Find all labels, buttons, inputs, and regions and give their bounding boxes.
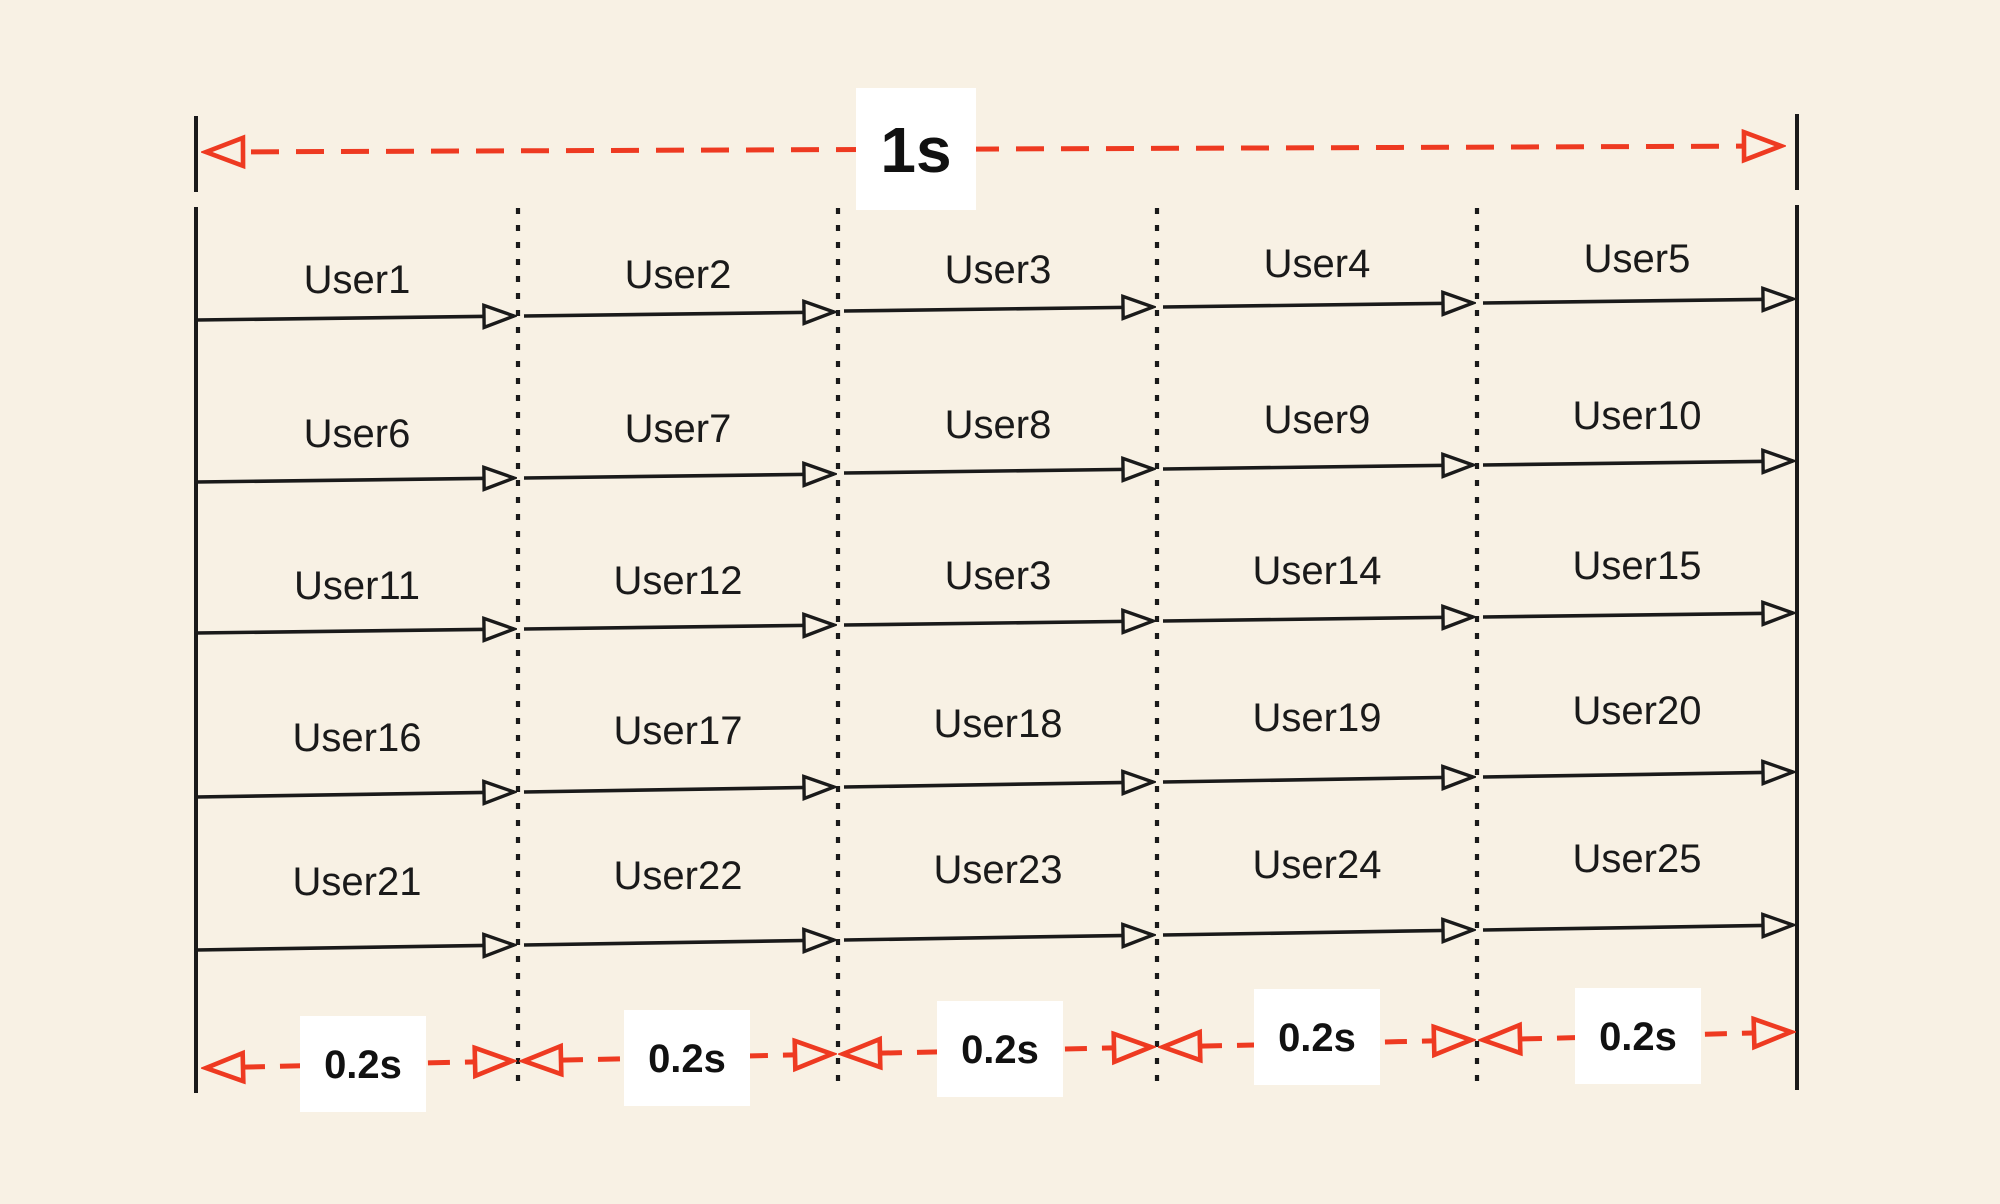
user-label: User22 [614,854,743,898]
user-arrow [843,621,1153,625]
user-label: User17 [614,709,743,753]
user-label: User15 [1573,544,1702,588]
user-arrow [523,625,834,629]
slot-duration-label: 0.2s [648,1037,726,1081]
user-arrow [523,940,834,945]
user-label: User5 [1584,237,1691,281]
user-label: User11 [294,564,420,608]
user-label: User24 [1253,843,1382,887]
user-arrow [1482,299,1793,303]
user-label: User21 [293,860,422,904]
user-label: User23 [934,848,1063,892]
user-arrow [843,782,1153,787]
user-arrow [1162,930,1473,935]
user-label: User10 [1573,394,1702,438]
user-label: User19 [1253,696,1382,740]
total-duration-arrow [206,146,1781,152]
user-arrow [195,792,514,797]
slot-duration-label: 0.2s [961,1028,1039,1072]
user-label: User4 [1264,242,1371,286]
user-arrow [523,787,834,792]
user-arrow [195,316,514,320]
slot-label-box [1254,989,1380,1085]
user-label: User3 [945,554,1052,598]
user-label: User8 [945,403,1052,447]
user-label: User25 [1573,837,1702,881]
user-arrow [523,312,834,316]
user-label: User6 [304,412,411,456]
slot-duration-label: 0.2s [1278,1016,1356,1060]
user-row-1: User1 User2 User3 User4 User5 [195,237,1793,320]
slot-label-box [300,1016,426,1112]
user-label: User3 [945,248,1052,292]
user-row-5: User21 User22 User23 User24 User25 [195,837,1793,950]
user-label: User16 [293,716,422,760]
user-arrow [195,629,514,633]
slot-duration-label: 0.2s [324,1043,402,1087]
user-arrow [523,474,834,478]
user-arrow [1162,303,1473,307]
total-duration-measure: 1s [194,88,1799,210]
user-arrow [1482,925,1793,930]
slot-duration-label: 0.2s [1599,1015,1677,1059]
user-arrow [843,935,1153,940]
frame-lines [194,205,1799,1093]
user-row-2: User6 User7 User8 User9 User10 [195,394,1793,482]
user-row-4: User16 User17 User18 User19 User20 [195,689,1793,797]
user-arrow [1162,777,1473,782]
user-label: User12 [614,559,743,603]
user-arrow [1482,613,1793,617]
slot-label-box [1575,988,1701,1084]
user-label: User20 [1573,689,1702,733]
slot-label-box [937,1001,1063,1097]
user-row-3: User11 User12 User3 User14 User15 [195,544,1793,633]
total-duration-label-box [856,88,976,210]
user-label: User18 [934,702,1063,746]
user-arrow [1162,617,1473,621]
user-label: User14 [1253,549,1382,593]
user-label: User7 [625,407,732,451]
user-label: User1 [304,258,411,302]
user-arrow [843,307,1153,311]
user-arrow [1482,772,1793,777]
user-arrow [843,469,1153,473]
user-arrow [195,478,514,482]
user-arrow [1162,465,1473,469]
total-duration-label: 1s [880,114,951,186]
user-label: User9 [1264,398,1371,442]
slot-duration-measures: 0.2s 0.2s 0.2s 0.2s 0.2s [206,988,1791,1112]
user-label: User2 [625,253,732,297]
user-arrow [1482,461,1793,465]
user-arrow [195,945,514,950]
slot-label-box [624,1010,750,1106]
